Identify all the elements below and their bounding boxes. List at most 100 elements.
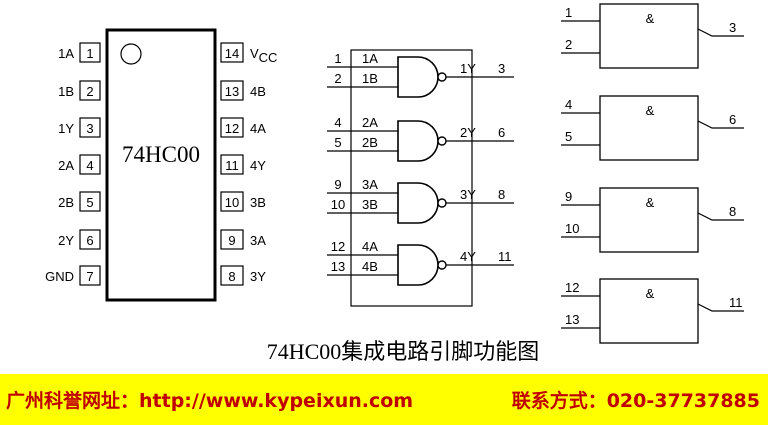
pin-label: 1B xyxy=(58,84,74,99)
inversion-bubble xyxy=(437,136,447,146)
iec-body xyxy=(599,95,699,161)
inversion-bubble xyxy=(437,198,447,208)
website-text: 广州科誉网址：http://www.kypeixun.com xyxy=(6,390,414,412)
pin-label: 3A xyxy=(250,233,266,248)
output-label: 1Y xyxy=(460,61,476,76)
right-pin: 8 3Y xyxy=(220,265,266,286)
output-pin-number: 8 xyxy=(498,187,505,202)
pin-number: 2 xyxy=(86,84,93,99)
pin-box xyxy=(79,265,101,286)
output-label: 2Y xyxy=(460,125,476,140)
contact-text: 联系方式：020-37737885 xyxy=(511,390,760,412)
pin-number: 10 xyxy=(225,195,239,210)
input-pin-number: 4 xyxy=(565,97,572,112)
pin-label: 2A xyxy=(58,158,74,173)
output-wire xyxy=(697,303,744,312)
pin-box xyxy=(79,42,101,63)
input-label: 3A xyxy=(362,177,378,192)
pin-number: 5 xyxy=(86,195,93,210)
input-pin-number: 1 xyxy=(565,5,572,20)
iec-gate: & 1 2 3 xyxy=(561,3,744,69)
nand-body xyxy=(397,244,439,286)
input-label: 4A xyxy=(362,239,378,254)
input-pin-number: 9 xyxy=(334,177,341,192)
pin-label: 4Y xyxy=(250,158,266,173)
pin-number: 8 xyxy=(228,269,235,284)
chip-name: 74HC00 xyxy=(122,142,200,167)
output-pin-number: 6 xyxy=(729,112,736,127)
input-pin-number: 5 xyxy=(334,135,341,150)
left-pin: 4 2A xyxy=(58,154,101,175)
output-wire xyxy=(697,120,744,129)
input-label: 4B xyxy=(362,259,378,274)
logic-frame xyxy=(350,49,473,307)
pin-box xyxy=(79,191,101,212)
pin-box xyxy=(220,42,244,63)
pin-label: 2B xyxy=(58,195,74,210)
pin-box xyxy=(79,80,101,101)
chip-body xyxy=(105,28,217,302)
iec-body xyxy=(599,187,699,253)
input-pin-number: 13 xyxy=(331,259,345,274)
pin-number: 12 xyxy=(225,121,239,136)
output-pin-number: 3 xyxy=(729,20,736,35)
pin-box xyxy=(220,117,244,138)
and-symbol: & xyxy=(646,11,655,26)
input-pin-number: 5 xyxy=(565,129,572,144)
and-symbol: & xyxy=(646,103,655,118)
pin1-marker-icon xyxy=(120,43,142,65)
pin-number: 4 xyxy=(86,158,93,173)
pin-label: 3Y xyxy=(250,269,266,284)
nand-body xyxy=(397,56,439,98)
output-label: 4Y xyxy=(460,249,476,264)
output-pin-number: 8 xyxy=(729,204,736,219)
and-symbol: & xyxy=(646,195,655,210)
pin-box xyxy=(79,117,101,138)
pin-box xyxy=(220,265,244,286)
inversion-bubble xyxy=(437,72,447,82)
output-wire xyxy=(697,28,744,37)
pin-box xyxy=(220,191,244,212)
output-label: 3Y xyxy=(460,187,476,202)
input-pin-number: 10 xyxy=(565,221,579,236)
output-pin-number: 3 xyxy=(498,61,505,76)
iec-gate: & 4 5 6 xyxy=(561,95,744,161)
pin-number: 1 xyxy=(86,46,93,61)
pin-number: 3 xyxy=(86,121,93,136)
pin-label: GND xyxy=(45,269,74,284)
left-pin: 3 1Y xyxy=(58,117,101,138)
pin-label: 1Y xyxy=(58,121,74,136)
output-wire xyxy=(697,212,744,221)
pin-box xyxy=(220,154,244,175)
left-pin: 5 2B xyxy=(58,191,101,212)
inversion-bubble xyxy=(437,260,447,270)
input-pin-number: 13 xyxy=(565,312,579,327)
diagram-caption: 74HC00集成电路引脚功能图 xyxy=(267,339,540,364)
input-pin-number: 2 xyxy=(334,71,341,86)
and-symbol: & xyxy=(646,286,655,301)
output-pin-number: 6 xyxy=(498,125,505,140)
pin-label: VCC xyxy=(250,46,277,65)
pin-box xyxy=(220,229,244,250)
pin-number: 6 xyxy=(86,233,93,248)
input-pin-number: 12 xyxy=(565,280,579,295)
input-pin-number: 2 xyxy=(565,37,572,52)
input-label: 2A xyxy=(362,115,378,130)
input-label: 1B xyxy=(362,71,378,86)
input-pin-number: 4 xyxy=(334,115,341,130)
nand-body xyxy=(397,120,439,162)
input-label: 1A xyxy=(362,51,378,66)
